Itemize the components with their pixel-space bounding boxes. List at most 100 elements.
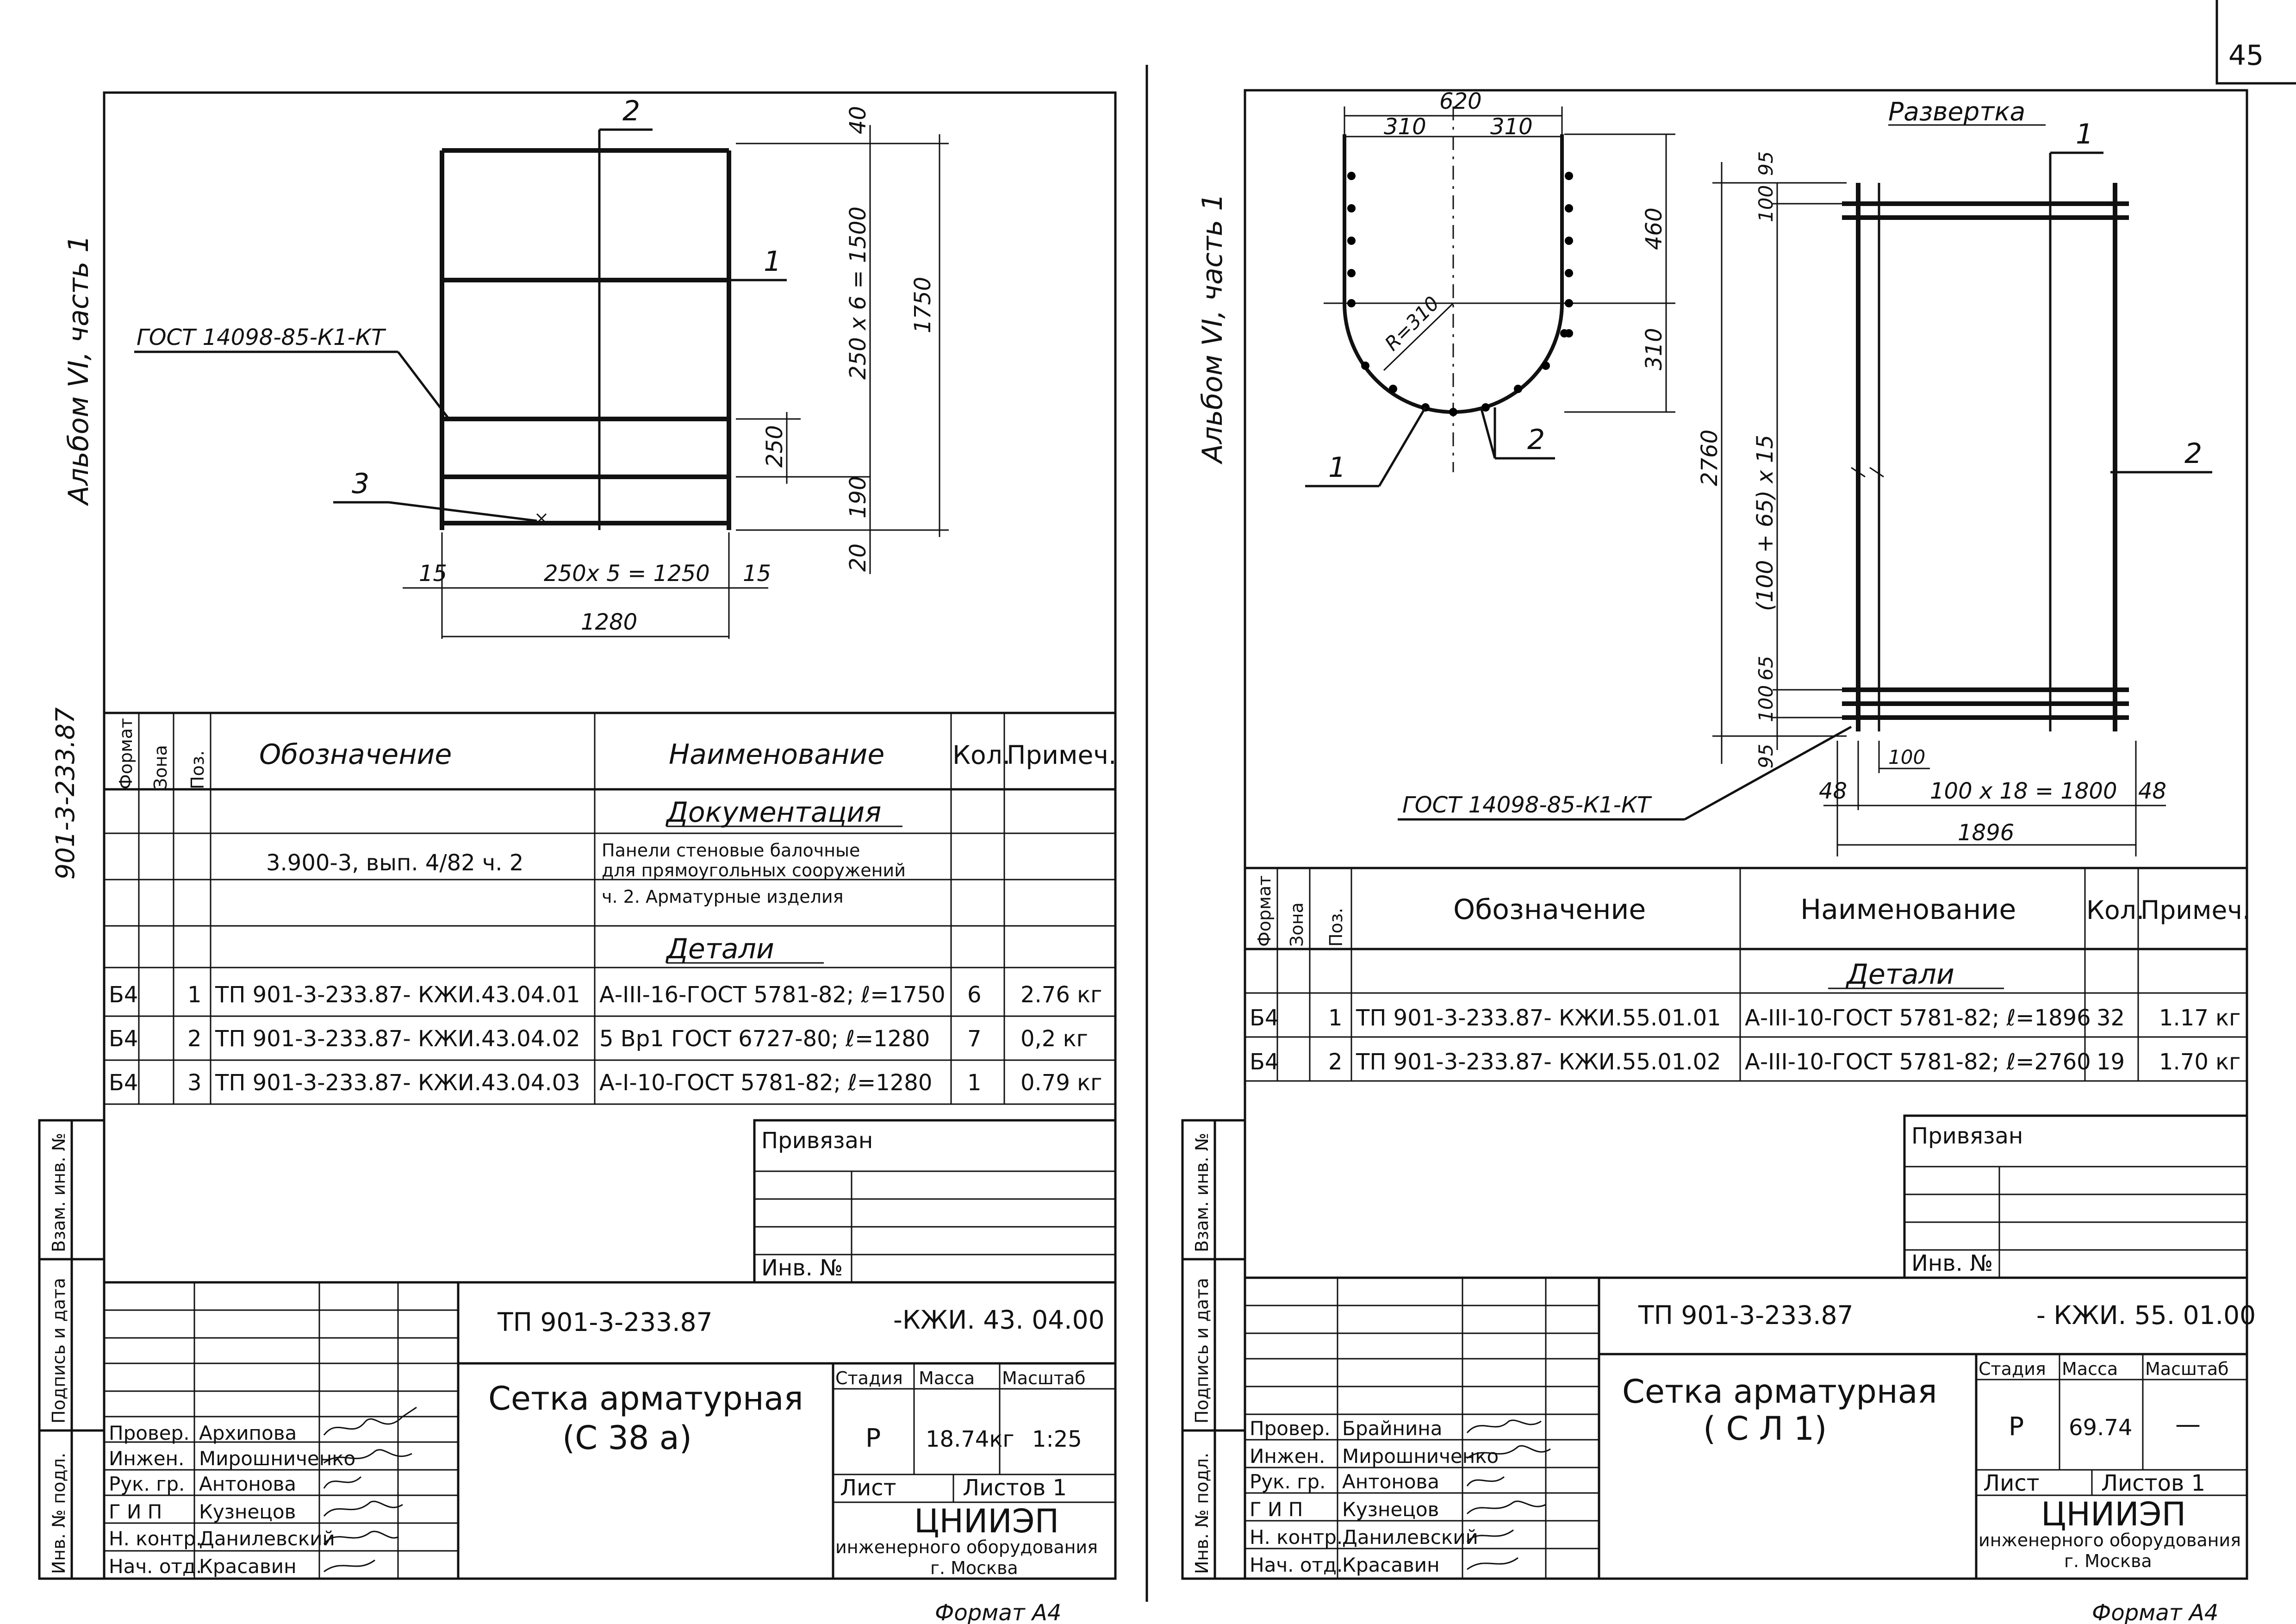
table-row: Б4 2 ТП 901-3-233.87- КЖИ.43.04.02 5 Вр1…	[109, 1026, 1088, 1052]
svg-text:Подпись и дата: Подпись и дата	[49, 1278, 69, 1424]
left-pos-2-label: 2	[622, 95, 640, 127]
svg-text:Взам. инв. №: Взам. инв. №	[49, 1133, 69, 1252]
dim-1750: 1750	[910, 277, 936, 333]
svg-text:Листов 1: Листов 1	[2101, 1470, 2205, 1496]
right-pos-2a: 2	[1527, 424, 1545, 456]
dim-20: 20	[845, 543, 871, 572]
svg-text:Инв. № подл.: Инв. № подл.	[49, 1453, 69, 1574]
dim-250: 250	[762, 425, 788, 468]
right-frame	[1244, 89, 2248, 1580]
svg-text:6: 6	[967, 982, 982, 1008]
svg-text:Кузнецов: Кузнецов	[199, 1500, 296, 1523]
left-mesh-drawing: 2 1 3 ГОСТ 14098-85-К1-КТ 40 250 x 6 = 1…	[134, 95, 949, 639]
dim-250x5: 250x 5 = 1250	[544, 561, 710, 587]
signature-row: Нач. отд. Красавин	[109, 1555, 297, 1578]
dim-15-right: 15	[743, 561, 771, 587]
svg-text:3: 3	[187, 1070, 202, 1096]
svg-text:Мирошниченко: Мирошниченко	[1342, 1445, 1499, 1468]
right-u-section: 620 310 310 R=310 460 310 1	[1305, 88, 1675, 487]
svg-text:7: 7	[967, 1026, 982, 1052]
svg-text:ТП 901-3-233.87- КЖИ.55.01.01: ТП 901-3-233.87- КЖИ.55.01.01	[1356, 1005, 1721, 1031]
svg-text:Привязан: Привязан	[1911, 1123, 2023, 1149]
right-gost-label: ГОСТ 14098-85-К1-КТ	[1402, 792, 1652, 818]
hdr-designation: Обозначение	[259, 738, 452, 771]
left-gost-label: ГОСТ 14098-85-К1-КТ	[137, 325, 386, 350]
svg-text:Масса: Масса	[2062, 1359, 2118, 1379]
svg-text:ТП 901-3-233.87- КЖИ.43.04.02: ТП 901-3-233.87- КЖИ.43.04.02	[215, 1026, 580, 1052]
svg-text:1.17 кг: 1.17 кг	[2159, 1005, 2240, 1031]
hdr-name: Наименование	[669, 738, 884, 771]
section-docs: Документация	[665, 796, 881, 829]
svg-text:ТП 901-3-233.87- КЖИ.55.01.02: ТП 901-3-233.87- КЖИ.55.01.02	[1356, 1049, 1721, 1075]
svg-text:Кол.: Кол.	[2086, 895, 2144, 925]
svg-text:5 Вр1 ГОСТ 6727-80; ℓ=1280: 5 Вр1 ГОСТ 6727-80; ℓ=1280	[599, 1026, 930, 1052]
dim-65: 65	[1755, 656, 1777, 681]
svg-text:Б4: Б4	[109, 1026, 138, 1052]
svg-text:Взам. инв. №: Взам. инв. №	[1192, 1133, 1212, 1252]
svg-text:Н. контр.: Н. контр.	[1250, 1526, 1343, 1549]
privyazan-label: Привязан	[761, 1128, 873, 1154]
svg-text:Провер.: Провер.	[1250, 1417, 1331, 1440]
svg-text:19: 19	[2097, 1049, 2125, 1075]
svg-text:Лист: Лист	[1983, 1470, 2040, 1496]
svg-text:инженерного оборудования: инженерного оборудования	[835, 1537, 1098, 1557]
hdr-pos: Поз.	[187, 750, 208, 789]
svg-text:69.74: 69.74	[2069, 1415, 2132, 1441]
svg-text:Подпись и дата: Подпись и дата	[1192, 1278, 1212, 1424]
dim-310-left: 310	[1384, 114, 1426, 140]
svg-text:- КЖИ. 55. 01.00: - КЖИ. 55. 01.00	[2036, 1300, 2256, 1330]
svg-text:А-III-10-ГОСТ 5781-82; ℓ=2760: А-III-10-ГОСТ 5781-82; ℓ=2760	[1745, 1049, 2091, 1075]
table-row: Б4 1 ТП 901-3-233.87- КЖИ.43.04.01 А-III…	[109, 982, 1102, 1008]
svg-text:( С Л 1): ( С Л 1)	[1703, 1410, 1827, 1448]
doc-name-2: для прямоугольных сооружений	[602, 860, 906, 881]
left-title-block: ТП 901-3-233.87 -КЖИ. 43. 04.00 Сетка ар…	[104, 1282, 1115, 1579]
dim-15-left: 15	[419, 561, 447, 587]
hdr-name-r: Наименование	[1800, 893, 2016, 926]
svg-text:Г И П: Г И П	[1250, 1498, 1303, 1521]
section-details: Детали	[665, 933, 774, 965]
page-number-box: 45	[2215, 0, 2296, 85]
title-line-2: (С 38 а)	[562, 1419, 692, 1457]
signatures-handwritten	[1466, 1419, 1551, 1570]
svg-text:ТП 901-3-233.87- КЖИ.43.04.01: ТП 901-3-233.87- КЖИ.43.04.01	[215, 982, 580, 1008]
right-pos-1a: 1	[1328, 451, 1346, 484]
signature-row: Нач. отд. Красавин	[1250, 1554, 1440, 1576]
dim-40: 40	[845, 106, 871, 134]
svg-text:инженерного оборудования: инженерного оборудования	[1979, 1530, 2241, 1550]
doc-name-1: Панели стеновые балочные	[602, 840, 860, 861]
rebar-dots	[1347, 172, 1573, 416]
svg-text:г. Москва: г. Москва	[2064, 1551, 2152, 1571]
signature-row: Н. контр. Данилевский	[109, 1527, 335, 1550]
svg-text:0.79 кг: 0.79 кг	[1020, 1070, 1102, 1096]
signature-row: Г И П Кузнецов	[109, 1500, 296, 1523]
dim-1280: 1280	[581, 609, 637, 635]
dim-310-right: 310	[1490, 114, 1533, 140]
dim-95-top: 95	[1755, 151, 1777, 176]
dim-48-left: 48	[1819, 778, 1847, 804]
left-pos-1-label: 1	[764, 245, 781, 278]
left-format-label: Формат А4	[935, 1600, 1061, 1624]
right-pos-2b: 2	[2184, 437, 2202, 470]
svg-text:Масса: Масса	[919, 1368, 975, 1388]
table-row: Б4 1 ТП 901-3-233.87- КЖИ.55.01.01 А-III…	[1250, 1005, 2240, 1031]
svg-text:Антонова: Антонова	[199, 1473, 296, 1495]
signature-row: Провер. Архипова	[109, 1422, 297, 1444]
svg-text:А-III-10-ГОСТ 5781-82; ℓ=1896: А-III-10-ГОСТ 5781-82; ℓ=1896	[1745, 1005, 2091, 1031]
svg-text:Лист: Лист	[840, 1475, 896, 1501]
dim-100x18: 100 x 18 = 1800	[1930, 778, 2117, 804]
svg-text:2: 2	[1328, 1049, 1343, 1075]
dim-310-vert: 310	[1641, 328, 1667, 370]
hdr-designation-r: Обозначение	[1453, 893, 1646, 926]
svg-text:Кузнецов: Кузнецов	[1342, 1498, 1439, 1521]
right-sheet: Альбом VI, часть 1 620 310 310 R=310	[1181, 88, 2256, 1624]
hdr-zone: Зона	[150, 745, 171, 789]
signature-row: Провер. Брайнина	[1250, 1417, 1442, 1440]
svg-text:Антонова: Антонова	[1342, 1470, 1439, 1493]
svg-text:1: 1	[187, 982, 202, 1008]
signatures-handwritten	[323, 1406, 417, 1573]
svg-text:Стадия: Стадия	[835, 1368, 903, 1388]
dim-2760: 2760	[1697, 430, 1723, 486]
right-spec-table: Формат Зона Поз. Обозначение Наименовани…	[1245, 868, 2250, 1082]
svg-text:2: 2	[187, 1026, 202, 1052]
